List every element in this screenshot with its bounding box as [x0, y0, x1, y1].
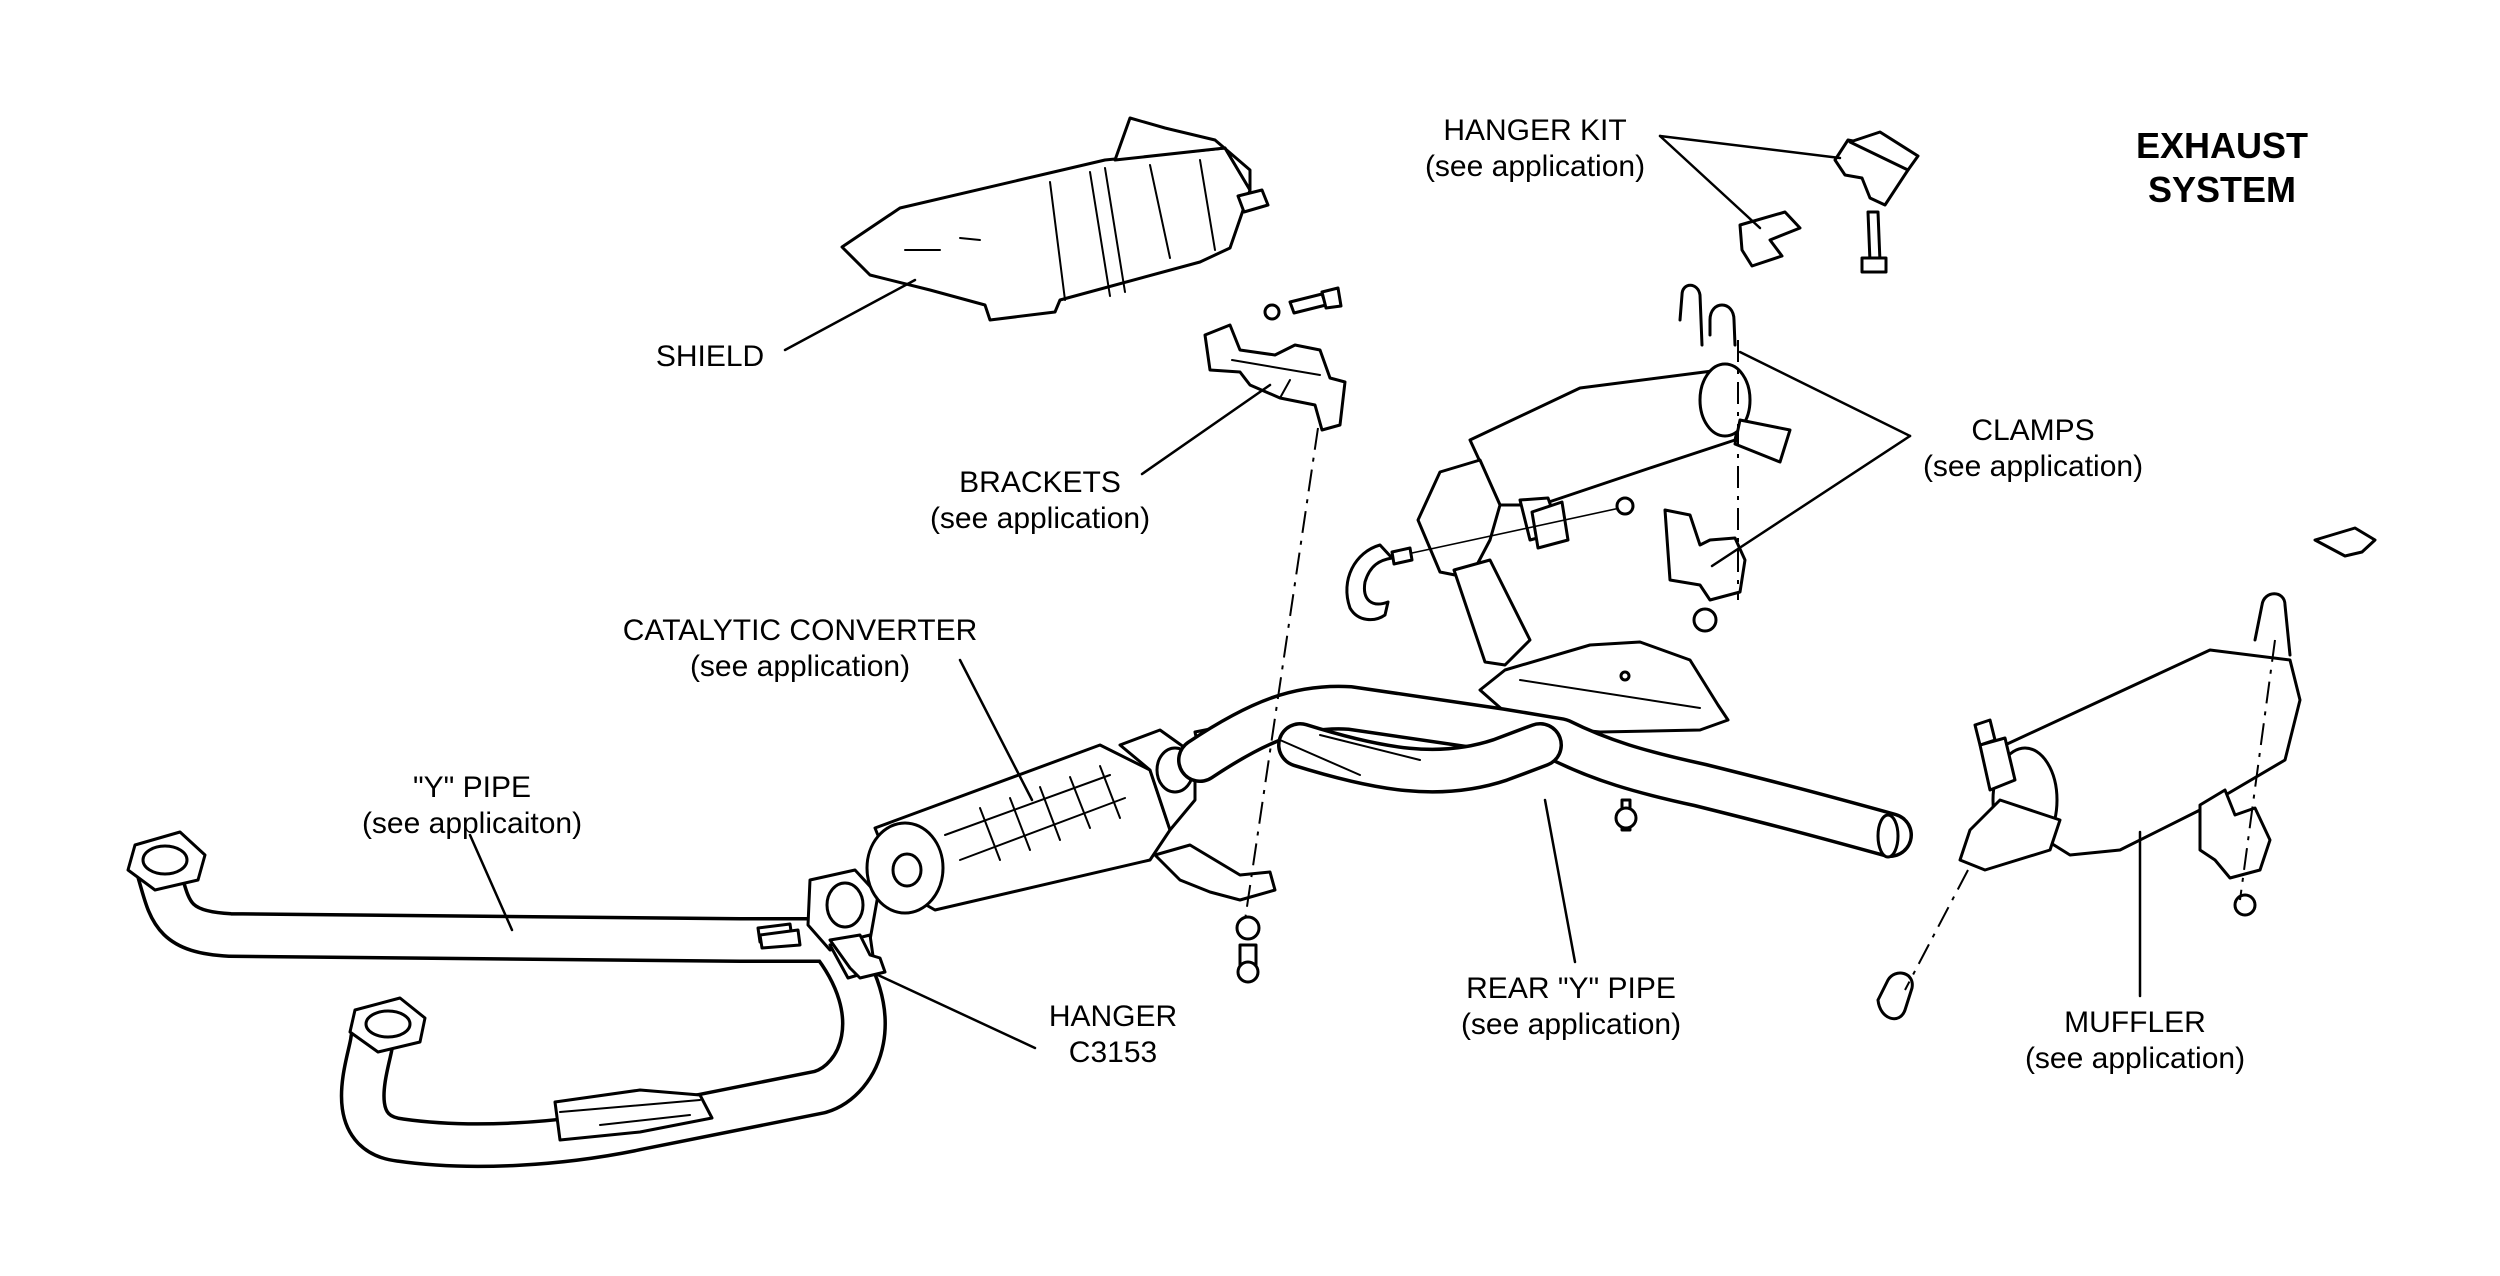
bracket-hardware: [1235, 915, 1261, 984]
label-shield-name: SHIELD: [656, 340, 764, 373]
label-hanger-kit: HANGER KIT (see application): [1425, 114, 1645, 183]
label-rear-y-pipe-name: REAR "Y" PIPE: [1466, 972, 1676, 1005]
label-rear-y-pipe-note: (see application): [1461, 1008, 1681, 1041]
rear-muffler-part: [1876, 526, 2377, 1021]
label-clamps: CLAMPS (see application): [1923, 414, 2143, 483]
hanger-c3153-part: [758, 928, 887, 980]
label-hanger-kit-name: HANGER KIT: [1443, 114, 1626, 147]
label-brackets-name: BRACKETS: [959, 466, 1121, 499]
label-y-pipe-note: (see applicaiton): [362, 807, 582, 840]
label-hanger-kit-note: (see application): [1425, 150, 1645, 183]
label-y-pipe-name: "Y" PIPE: [413, 771, 531, 804]
bracket-alignment-line: [1244, 427, 1319, 921]
label-muffler-name: MUFFLER: [2064, 1006, 2206, 1039]
label-clamps-name: CLAMPS: [1971, 414, 2094, 447]
label-hanger-note: C3153: [1069, 1036, 1157, 1069]
heat-shield-plate-part: [1478, 640, 1730, 832]
label-hanger-name: HANGER: [1049, 1000, 1177, 1033]
diagram-title-line-2: SYSTEM: [2148, 169, 2296, 210]
label-y-pipe: "Y" PIPE (see applicaiton): [362, 771, 582, 840]
diagram-title-line-1: EXHAUST: [2136, 125, 2308, 166]
front-muffler-part: [1345, 362, 1792, 667]
label-hanger: HANGER C3153: [1049, 1000, 1177, 1069]
label-muffler-note: (see application): [2025, 1042, 2245, 1075]
brackets-part: [1203, 286, 1347, 432]
label-muffler: MUFFLER (see application): [2025, 1006, 2245, 1075]
hanger-kit-part: [1738, 130, 1920, 274]
shield-part: [840, 116, 1270, 322]
label-brackets-note: (see application): [930, 502, 1150, 535]
label-catalytic-converter: CATALYTIC CONVERTER (see application): [623, 614, 978, 683]
rear-y-pipe-part: [1177, 684, 1913, 859]
clamps-part: [1663, 283, 1747, 633]
label-rear-y-pipe: REAR "Y" PIPE (see application): [1461, 972, 1681, 1041]
label-clamps-note: (see application): [1923, 450, 2143, 483]
label-catalytic-converter-name: CATALYTIC CONVERTER: [623, 614, 978, 647]
label-catalytic-converter-note: (see application): [690, 650, 910, 683]
label-brackets: BRACKETS (see application): [930, 466, 1150, 535]
y-pipe-part: [126, 830, 887, 1169]
leader-lines: [468, 134, 2142, 1050]
catalytic-converter-part: [865, 723, 1277, 915]
label-shield: SHIELD: [656, 340, 764, 373]
